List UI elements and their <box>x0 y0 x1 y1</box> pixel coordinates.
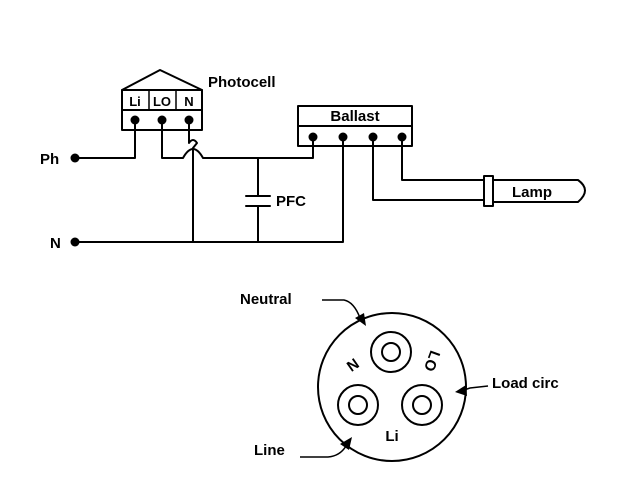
socket-pin-lo-inner <box>412 395 432 415</box>
lamp-base <box>483 175 494 207</box>
wire-ballast-to-lamp-1 <box>372 136 485 201</box>
pfc-label: PFC <box>276 193 306 210</box>
wire-neutral-bus <box>74 136 344 243</box>
photocell-roof <box>121 69 203 91</box>
wire-phase-to-li <box>74 119 136 159</box>
wire-ballast-to-lamp-2 <box>401 136 485 181</box>
wires <box>74 119 485 243</box>
lamp: Lamp <box>483 175 586 207</box>
ballast-terminal-block <box>297 125 413 147</box>
line-leader <box>300 445 347 458</box>
neutral-arrowhead <box>355 313 366 326</box>
photocell-socket: N LO Li <box>317 312 467 462</box>
wire-lo-to-ballast <box>161 119 314 159</box>
phase-label: Ph <box>40 151 59 168</box>
lamp-label: Lamp <box>512 184 552 201</box>
line-arrowhead <box>340 437 352 450</box>
photocell-terminal-li-label: Li <box>129 94 141 109</box>
socket-line-label: Line <box>254 442 285 459</box>
socket-pin-n-outer <box>370 331 412 373</box>
photocell: Li LO N Photocell <box>121 69 276 131</box>
socket-callouts: Neutral Load circ Line <box>240 291 559 459</box>
load-arrowhead <box>455 385 467 396</box>
socket-pin-li-label: Li <box>385 428 398 445</box>
lamp-tube <box>492 179 586 203</box>
neutral-leader <box>322 299 361 319</box>
pfc-capacitor: PFC <box>245 193 306 210</box>
socket-pin-li-outer <box>337 384 379 426</box>
socket-pin-lo-label: LO <box>420 348 443 374</box>
ballast-label: Ballast <box>330 108 379 125</box>
neutral-supply-label: N <box>50 235 61 252</box>
load-leader <box>463 385 489 391</box>
photocell-terminal-lo-label: LO <box>153 94 171 109</box>
photocell-terminal-n-label: N <box>184 94 193 109</box>
socket-pin-n-inner <box>381 342 401 362</box>
socket-neutral-label: Neutral <box>240 291 292 308</box>
socket-pin-li-inner <box>348 395 368 415</box>
socket-load-label: Load circ <box>492 375 559 392</box>
socket-pin-n-label: N <box>344 355 363 375</box>
photocell-label: Photocell <box>208 74 276 91</box>
wire-photocell-n <box>188 119 198 243</box>
ballast: Ballast <box>297 105 413 147</box>
socket-pin-lo-outer <box>401 384 443 426</box>
